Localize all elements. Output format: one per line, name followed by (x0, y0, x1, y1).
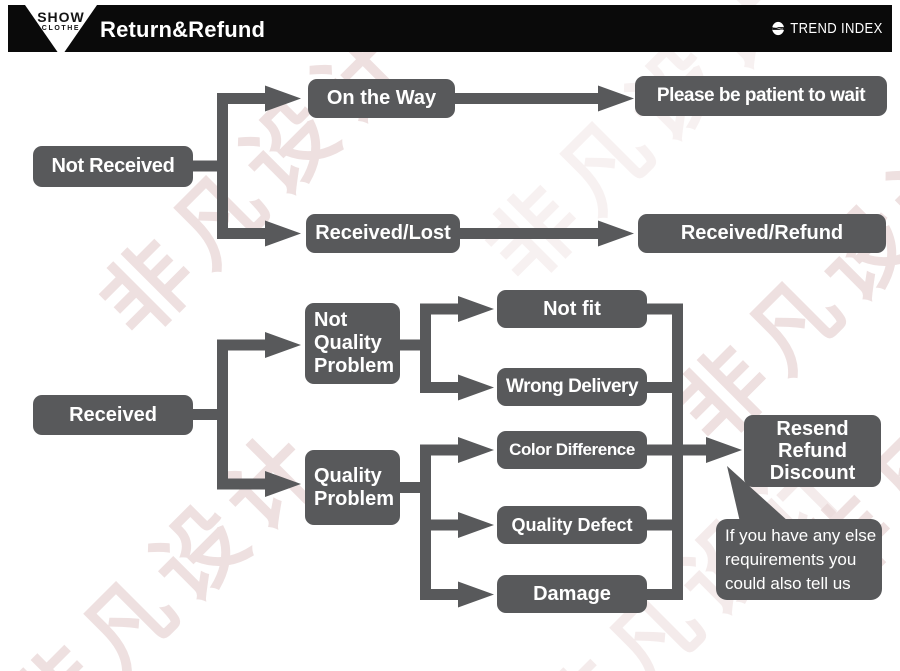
note-line: could also tell us (725, 573, 851, 593)
brand-badge: TREND INDEX (772, 5, 883, 52)
node-label: Not Received (51, 155, 175, 177)
trend-globe-icon (772, 21, 785, 36)
note-line: If you have any else (725, 525, 877, 545)
node-label-line: Problem (314, 355, 395, 377)
speech-bubble-note: If you have any else requirements you co… (716, 519, 882, 600)
node-label: Received/Lost (315, 222, 451, 244)
node-label: Received (69, 403, 157, 426)
node-label-line: Discount (769, 462, 856, 484)
node-please-be-patient: Please be patient to wait (635, 76, 887, 116)
node-label: Color Difference (509, 440, 635, 459)
node-not-received: Not Received (33, 146, 193, 187)
node-label: On the Way (326, 87, 437, 109)
node-received-refund: Received/Refund (638, 214, 886, 253)
node-on-the-way: On the Way (308, 79, 455, 118)
logo-clothe-text: CLOTHE (41, 25, 81, 32)
node-label-line: Resend (776, 418, 849, 440)
note-line: requirements you (725, 549, 857, 569)
node-damage: Damage (497, 575, 647, 613)
logo-show-text: SHOW (37, 9, 85, 25)
connector-lines (193, 93, 707, 600)
node-label-line: Quality (314, 464, 382, 487)
node-label-line: Refund (778, 440, 847, 462)
node-color-difference: Color Difference (497, 431, 647, 469)
node-label: Damage (533, 582, 611, 605)
node-wrong-delivery: Wrong Delivery (497, 368, 647, 406)
node-label: Quality Defect (511, 514, 633, 535)
node-not-quality-problem: Not Quality Problem (305, 303, 400, 384)
speech-bubble-tail (727, 466, 789, 522)
node-received: Received (33, 395, 193, 435)
node-quality-problem: Quality Problem (305, 450, 400, 525)
node-quality-defect: Quality Defect (497, 506, 647, 544)
node-label-line: Problem (314, 487, 395, 510)
node-not-fit: Not fit (497, 290, 647, 328)
node-label: Received/Refund (680, 222, 844, 244)
node-label-line: Not (314, 309, 348, 331)
brand-logo-triangle: SHOW CLOTHE (25, 5, 97, 57)
node-label: Wrong Delivery (505, 376, 639, 397)
node-label-line: Quality (314, 332, 382, 354)
arrow-heads (265, 85, 742, 608)
node-label: Please be patient to wait (656, 85, 866, 106)
node-received-lost: Received/Lost (306, 214, 460, 253)
header-bar: SHOW CLOTHE Return&Refund TREND INDEX (8, 5, 892, 57)
node-label: Not fit (543, 297, 601, 320)
trend-index-label: TREND INDEX (790, 20, 883, 37)
page-title: Return&Refund (100, 16, 266, 42)
node-resend-refund-discount: Resend Refund Discount (744, 415, 881, 487)
